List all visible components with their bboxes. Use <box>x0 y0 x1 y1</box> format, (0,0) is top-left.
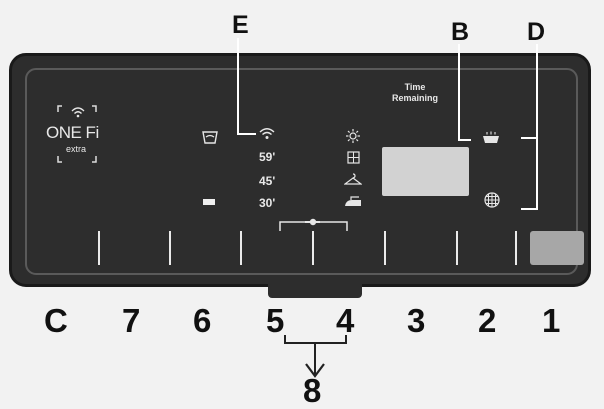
button-divider-6 <box>169 231 171 265</box>
control-panel-inner-border <box>25 68 578 275</box>
start-pause-button[interactable] <box>530 231 584 265</box>
panel-bottom-tab <box>268 284 362 298</box>
sun-icon <box>346 129 360 143</box>
callout-b: B <box>451 18 470 46</box>
callout-e: E <box>232 11 249 39</box>
callout-d: D <box>527 18 546 46</box>
callout-2: 2 <box>478 302 497 339</box>
callout-8: 8 <box>303 372 322 409</box>
iron-icon <box>344 195 363 208</box>
callout-6: 6 <box>193 302 212 339</box>
onefi-logo: ONE Fi extra <box>40 100 114 180</box>
steam-icon <box>481 131 501 145</box>
button-divider-5 <box>240 231 242 265</box>
hanger-icon <box>344 173 362 186</box>
time-option-59: 59' <box>259 150 276 164</box>
time-remaining-label: Time Remaining <box>380 82 450 105</box>
button-divider-1 <box>515 231 517 265</box>
time-remaining-line1: Time <box>404 82 426 92</box>
status-dash-indicator <box>203 199 215 205</box>
callout-4: 4 <box>336 302 355 339</box>
button-divider-3 <box>384 231 386 265</box>
globe-icon <box>484 192 500 208</box>
time-option-30: 30' <box>259 196 276 210</box>
callout-7: 7 <box>122 302 141 339</box>
time-option-45: 45' <box>259 174 276 188</box>
callout-5: 5 <box>266 302 285 339</box>
callout-c: C <box>44 302 68 339</box>
callout-1: 1 <box>542 302 561 339</box>
time-remaining-display <box>382 147 469 196</box>
control-panel <box>9 53 591 287</box>
button-divider-2 <box>456 231 458 265</box>
button-divider-4a <box>312 231 314 265</box>
callout-3: 3 <box>407 302 426 339</box>
logo-bracket-frame <box>57 105 97 163</box>
rinse-icon <box>201 129 219 145</box>
button-divider-7 <box>98 231 100 265</box>
cupboard-icon <box>347 151 360 164</box>
logo-main-text: ONE Fi <box>46 123 99 142</box>
time-remaining-line2: Remaining <box>391 93 438 104</box>
logo-sub-text: extra <box>66 144 87 154</box>
